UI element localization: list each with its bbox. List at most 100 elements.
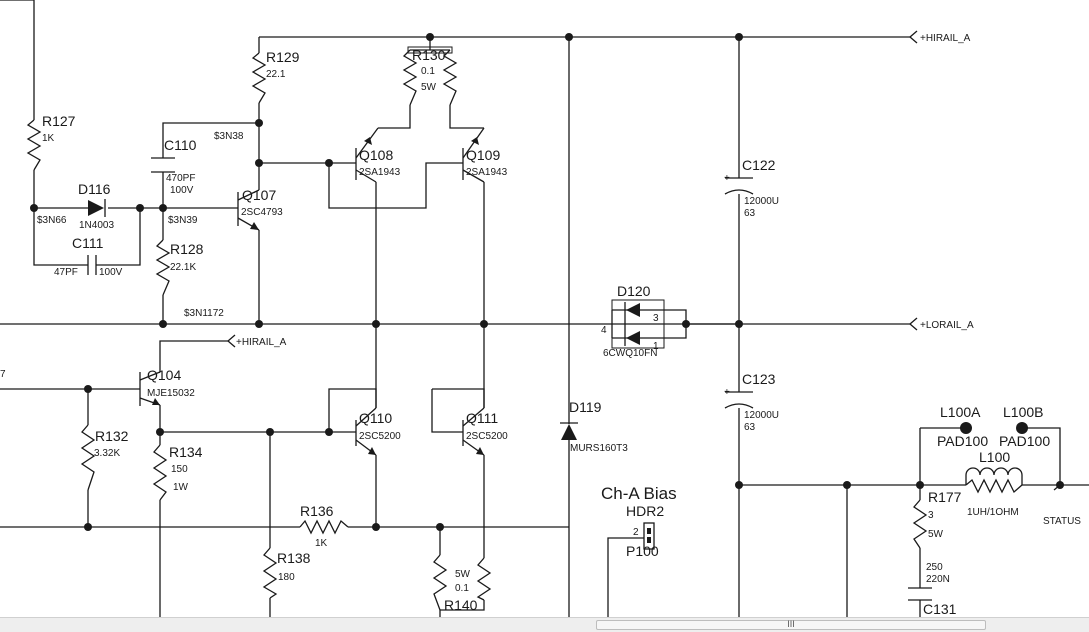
- r134-value: 150: [171, 464, 188, 475]
- capacitor-c111: [87, 255, 97, 275]
- c123-ref: C123: [742, 371, 776, 387]
- inductor-l100: [965, 467, 1023, 494]
- schematic-wires: [0, 0, 1089, 617]
- transistor-q111: [462, 407, 485, 456]
- d120-pin4: 4: [601, 325, 607, 336]
- d116-ref: D116: [78, 181, 111, 197]
- resistor-r138: [262, 547, 278, 599]
- r132-value: 3.32K: [94, 448, 120, 459]
- pad-b-label: PAD100: [999, 433, 1050, 449]
- pad-a-label: PAD100: [937, 433, 988, 449]
- svg-text:+: +: [724, 173, 730, 184]
- r140-ref: R140: [444, 597, 478, 613]
- q110-value: 2SC5200: [359, 431, 401, 442]
- c131-value: 250: [926, 562, 943, 573]
- q109-value: 2SA1943: [466, 167, 508, 178]
- scrollbar-thumb[interactable]: III: [596, 619, 986, 630]
- d120-pin1: 1: [653, 341, 659, 352]
- r130-value: 0.1: [421, 66, 435, 77]
- left-edge-fragment: 7: [0, 369, 6, 380]
- resistor-r136: [299, 519, 349, 535]
- r128-value: 22.1K: [170, 262, 196, 273]
- r138-ref: R138: [277, 550, 311, 566]
- r177-value: 3: [928, 510, 934, 521]
- d120-ref: D120: [617, 283, 651, 299]
- d120-pin3: 3: [653, 313, 659, 324]
- r138-value: 180: [278, 572, 295, 583]
- svg-text:+: +: [724, 387, 730, 398]
- c110-voltage: 100V: [170, 185, 194, 196]
- lorail-label: +LORAIL_A: [920, 320, 974, 331]
- l100b-label: L100B: [1003, 404, 1043, 420]
- resistor-r132: [80, 424, 96, 491]
- r127-value: 1K: [42, 133, 55, 144]
- transistor-q104: [139, 371, 161, 406]
- r129-value: 22.1: [266, 69, 286, 80]
- junction-dots: [30, 33, 1064, 531]
- c131-ref: C131: [923, 601, 957, 617]
- p100-label: P100: [626, 543, 659, 559]
- diode-d120: [611, 299, 665, 349]
- hdr2-pin: 2: [633, 527, 639, 538]
- l100-ref: L100: [979, 449, 1010, 465]
- c123-voltage: 63: [744, 422, 756, 433]
- q104-ref: Q104: [147, 367, 181, 383]
- c110-value: 470PF: [166, 173, 195, 184]
- q110-ref: Q110: [359, 410, 392, 426]
- r177-power: 5W: [928, 529, 944, 540]
- cha-bias-title: Ch-A Bias: [601, 484, 677, 503]
- l100a-label: L100A: [940, 404, 981, 420]
- resistor-r127: [26, 119, 42, 171]
- d116-value: 1N4003: [79, 220, 114, 231]
- r132-ref: R132: [95, 428, 129, 444]
- resistor-r128: [155, 239, 171, 296]
- resistor-r130: [402, 46, 458, 106]
- r134-ref: R134: [169, 444, 203, 460]
- component-labels: R127 1K R129 22.1 R130 0.1 5W C110 470PF…: [0, 33, 1081, 617]
- c131-voltage: 220N: [926, 574, 950, 585]
- pad-l100a: [960, 422, 972, 434]
- net-3n38: $3N38: [214, 131, 244, 142]
- capacitor-c123: +: [724, 387, 754, 409]
- r128-ref: R128: [170, 241, 204, 257]
- resistor-r140: [432, 554, 492, 611]
- net-3n66: $3N66: [37, 215, 67, 226]
- c122-ref: C122: [742, 157, 776, 173]
- c111-ref: C111: [72, 235, 104, 251]
- q107-value: 2SC4793: [241, 207, 283, 218]
- c123-value: 12000U: [744, 410, 779, 421]
- c122-voltage: 63: [744, 208, 756, 219]
- d120-value: 6CWQ10FN: [603, 348, 657, 359]
- capacitor-c110: [151, 157, 175, 173]
- hirail-top-label: +HIRAIL_A: [920, 33, 971, 44]
- q108-value: 2SA1943: [359, 167, 401, 178]
- r130-ref: R130: [412, 47, 446, 63]
- capacitor-c122: +: [724, 173, 754, 195]
- c111-value: 47PF: [54, 267, 78, 278]
- r134-power: 1W: [173, 482, 189, 493]
- capacitor-c131: [908, 587, 932, 601]
- r127-ref: R127: [42, 113, 76, 129]
- q111-ref: Q111: [466, 410, 498, 426]
- diode-d119: [560, 422, 578, 440]
- r140-value: 0.1: [455, 583, 469, 594]
- status-label: STATUS: [1043, 516, 1081, 527]
- diode-d116: [88, 199, 106, 217]
- net-flags: [227, 30, 1061, 491]
- r136-value: 1K: [315, 538, 328, 549]
- resistor-r177: [912, 499, 928, 549]
- q107-ref: Q107: [242, 187, 276, 203]
- d119-value: MURS160T3: [570, 443, 628, 454]
- q104-value: MJE15032: [147, 388, 195, 399]
- header-hdr2: [643, 522, 655, 550]
- r130-power: 5W: [421, 82, 437, 93]
- transistor-q108: [355, 127, 379, 183]
- horizontal-scrollbar[interactable]: III: [0, 617, 1089, 632]
- c111-voltage: 100V: [99, 267, 123, 278]
- r140-power: 5W: [455, 569, 471, 580]
- resistor-r134: [152, 444, 168, 501]
- hirail-mid-label: +HIRAIL_A: [236, 337, 287, 348]
- r129-ref: R129: [266, 49, 300, 65]
- transistor-q110: [355, 407, 377, 456]
